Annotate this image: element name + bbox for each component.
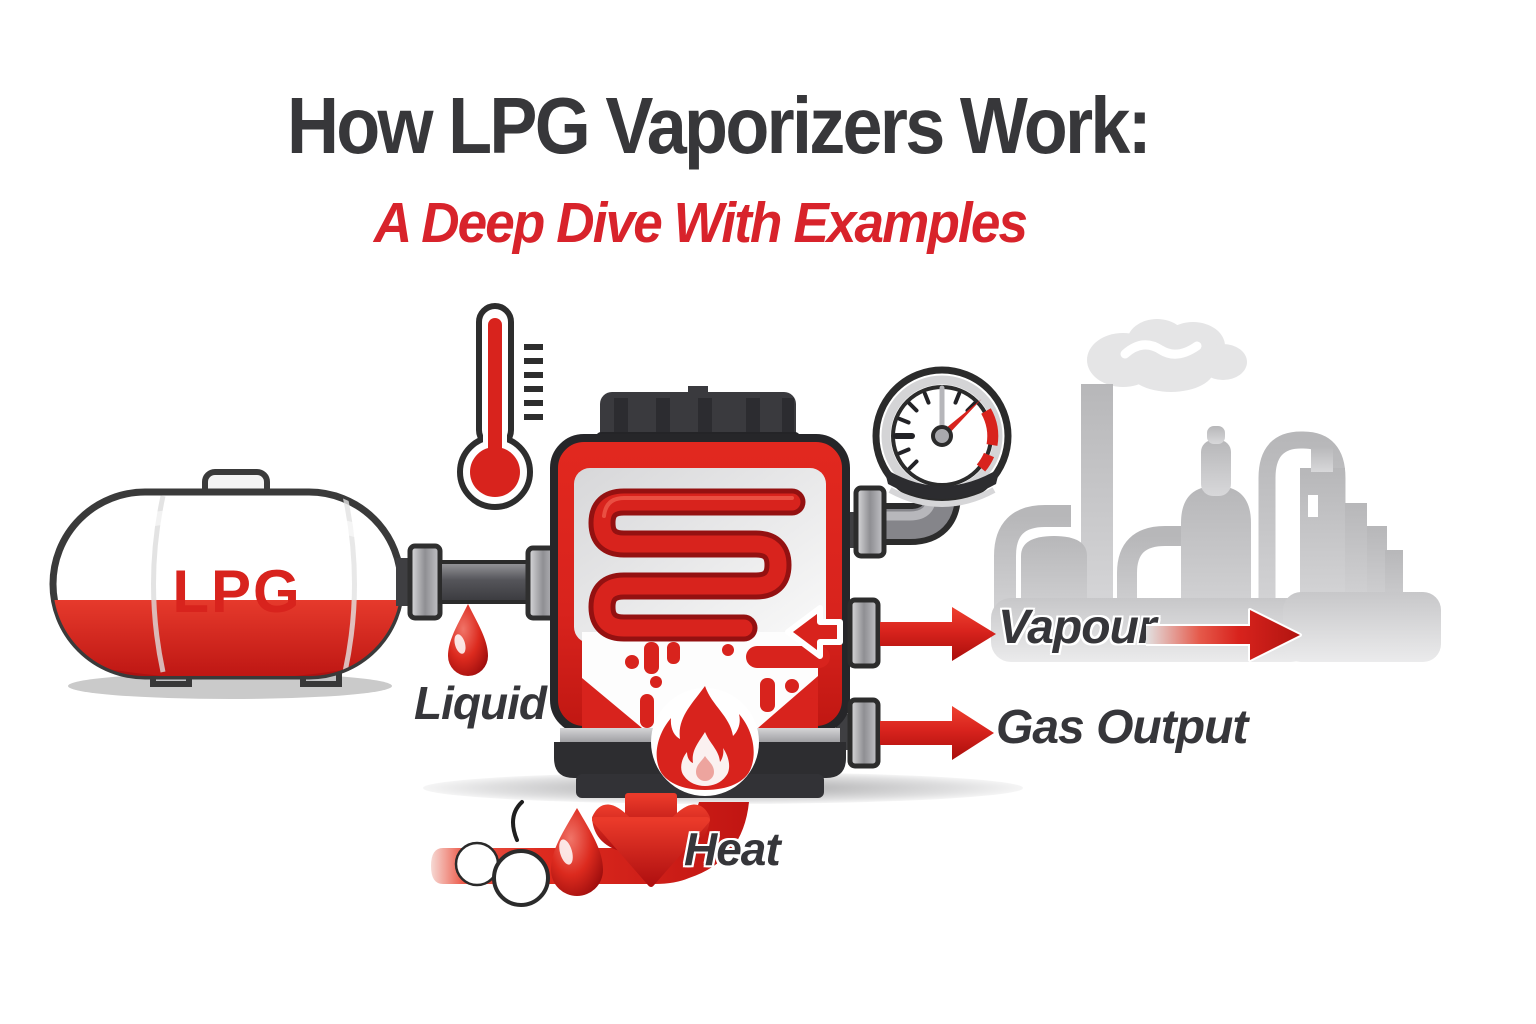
heat-down-arrow-icon (592, 793, 710, 887)
sight-glass-bubbles (454, 800, 550, 907)
valve-stem (511, 800, 524, 842)
gauge-bottom-cover (884, 468, 1000, 499)
pressure-gauge-icon (853, 366, 1012, 559)
gas-output-label: Gas Output (996, 701, 1248, 754)
liquid-label: Liquid (414, 677, 547, 729)
vapour-label: Vapour (998, 601, 1157, 654)
gauge-hub (931, 425, 953, 447)
thermometer-scale-ticks (524, 344, 543, 420)
burner-drips (625, 642, 830, 728)
page-title: How LPG Vaporizers Work: (286, 81, 1152, 170)
vapour-arrow-icon (880, 607, 996, 661)
heating-coil-icon (588, 488, 806, 642)
tank-label: LPG (172, 558, 301, 625)
vapour-port-arrow-icon (785, 605, 843, 659)
gas-output-arrow-icon (880, 706, 994, 760)
vapour-flow-arrow-icon (1146, 608, 1302, 662)
droplet-icon (551, 808, 603, 896)
heat-assembly (431, 793, 749, 907)
page-subtitle: A Deep Dive With Examples (373, 191, 1028, 255)
vaporizer-unit (550, 386, 881, 798)
liquid-droplet-icon (448, 604, 488, 676)
lpg-tank-icon: LPG (49, 469, 405, 699)
tank-liquid-level (53, 600, 401, 676)
outlet-ports (847, 597, 881, 769)
gauge-red-zone (976, 408, 999, 472)
flame-icon (651, 686, 759, 796)
smoke-cloud-icon (1087, 319, 1247, 392)
thermometer-icon (457, 303, 543, 510)
heat-label: Heat (684, 823, 781, 875)
